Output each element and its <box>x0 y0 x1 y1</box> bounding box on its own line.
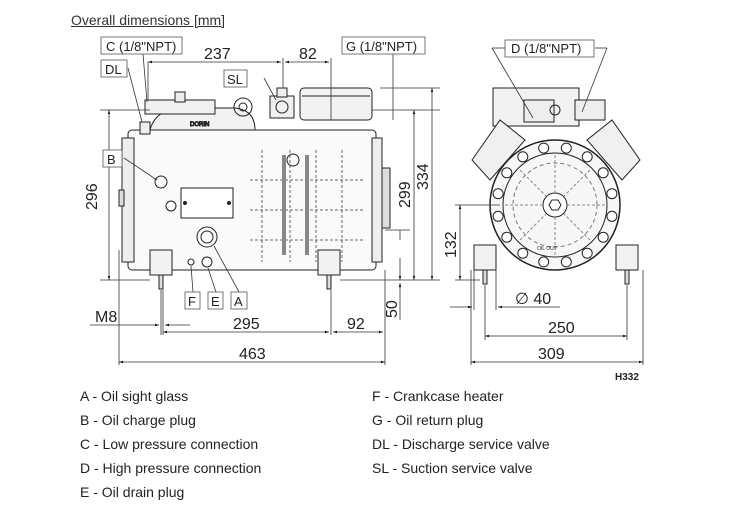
flange-bolt <box>501 167 513 179</box>
svg-text:F: F <box>188 294 196 309</box>
callout-f: F <box>184 291 201 310</box>
dim-296: 296 <box>84 183 101 210</box>
diagram-title: Overall dimensions [mm] <box>71 12 226 28</box>
terminal-box <box>299 87 373 121</box>
dim-132: 132 <box>443 231 460 258</box>
crankcase-heater <box>187 258 195 266</box>
svg-text:B: B <box>107 152 116 167</box>
callout-dl: DL <box>100 59 128 78</box>
cylinder-bank-left <box>471 119 526 181</box>
side-view: DORIN <box>118 87 391 290</box>
foot-right <box>317 249 341 276</box>
drawing-code: H332 <box>615 372 639 383</box>
flange-bolt <box>517 151 529 163</box>
flange-bolt <box>560 142 572 154</box>
front-dimensions <box>450 47 644 365</box>
dim-309: 309 <box>538 346 565 363</box>
dim-m8: M8 <box>95 309 117 326</box>
svg-text:D (1/8"NPT): D (1/8"NPT) <box>511 41 581 56</box>
front-foot-right <box>615 244 639 271</box>
front-foot-left <box>473 244 497 271</box>
legend-left: A - Oil sight glass B - Oil charge plug … <box>80 384 261 504</box>
flange-bolt <box>492 210 504 222</box>
dim-dia-40: ∅ 40 <box>515 291 551 308</box>
legend-item: D - High pressure connection <box>80 460 262 476</box>
flange-bolt <box>581 151 593 163</box>
callout-e: E <box>207 291 224 310</box>
flange-bolt <box>501 231 513 243</box>
foot-left <box>149 249 173 276</box>
legend-item: B - Oil charge plug <box>80 412 196 428</box>
flange-bolts <box>492 142 618 268</box>
side-dimensions <box>90 53 440 365</box>
right-flange <box>371 137 383 263</box>
oil-sight-glass <box>196 226 218 248</box>
dim-250: 250 <box>548 320 575 337</box>
oil-drain-plug <box>201 256 213 268</box>
flange-bolt <box>606 188 618 200</box>
dim-82: 82 <box>299 46 317 63</box>
oil-charge-plug <box>154 175 168 189</box>
flange-bolt <box>597 231 609 243</box>
callout-c: C (1/8"NPT) <box>100 36 183 55</box>
flange-bolt <box>597 167 609 179</box>
flange-bolt <box>538 142 550 154</box>
front-view: OIL OUT <box>471 87 641 285</box>
suction-valve <box>269 95 295 119</box>
callout-d: D (1/8"NPT) <box>504 39 595 58</box>
svg-text:A: A <box>234 294 243 309</box>
callout-a: A <box>230 291 248 310</box>
dim-334: 334 <box>415 163 432 190</box>
dim-92: 92 <box>347 316 365 333</box>
legend-item: A - Oil sight glass <box>80 388 189 404</box>
svg-text:E: E <box>211 294 220 309</box>
flange-bolt <box>560 256 572 268</box>
flange-bolt <box>606 210 618 222</box>
dim-463: 463 <box>239 346 266 363</box>
dim-295: 295 <box>233 316 260 333</box>
callout-sl: SL <box>223 69 248 88</box>
motor-cover <box>381 167 391 229</box>
legend-item: DL - Discharge service valve <box>372 436 550 452</box>
svg-text:DL: DL <box>105 62 122 77</box>
lifting-eye <box>233 97 253 117</box>
legend-item: C - Low pressure connection <box>80 436 259 452</box>
cylinder-bank-right <box>586 119 641 181</box>
brand-label: DORIN <box>190 122 209 128</box>
svg-text:G (1/8"NPT): G (1/8"NPT) <box>346 39 417 54</box>
legend-item: F - Crankcase heater <box>372 388 504 404</box>
legend-item: SL - Suction service valve <box>372 460 533 476</box>
name-plate <box>180 187 234 219</box>
flange-bolt <box>581 247 593 259</box>
legend-right: F - Crankcase heater G - Oil return plug… <box>372 384 550 480</box>
flange-bolt <box>538 256 550 268</box>
oil-out-label: OIL OUT <box>537 246 557 252</box>
legend-item: E - Oil drain plug <box>80 484 185 500</box>
svg-text:C (1/8"NPT): C (1/8"NPT) <box>106 39 176 54</box>
legend-item: G - Oil return plug <box>372 412 484 428</box>
flange-bolt <box>492 188 504 200</box>
svg-text:SL: SL <box>227 72 243 87</box>
compressor-body <box>127 129 377 271</box>
dim-50: 50 <box>384 300 401 318</box>
callout-b: B <box>102 149 123 168</box>
callout-g: G (1/8"NPT) <box>341 36 426 55</box>
dim-299: 299 <box>397 181 414 208</box>
dim-237: 237 <box>204 46 231 63</box>
flange-bolt <box>517 247 529 259</box>
